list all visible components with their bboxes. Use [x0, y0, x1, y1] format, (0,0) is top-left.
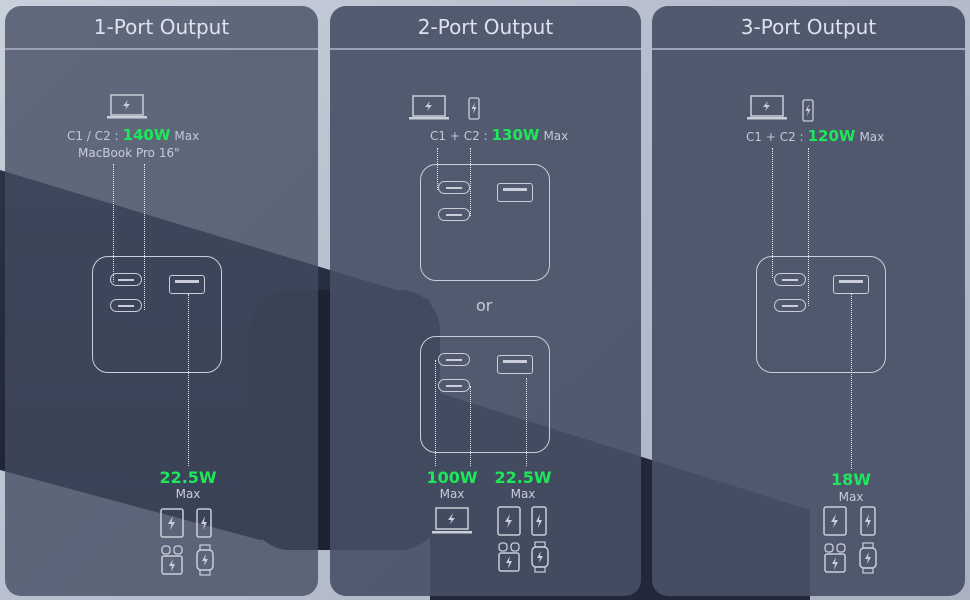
watts-value: 140W: [122, 126, 171, 144]
divider: [5, 48, 318, 50]
max-label: Max: [838, 490, 864, 504]
usb-a-port: [169, 275, 205, 294]
connector-line: [188, 294, 189, 466]
max-label: Max: [439, 487, 465, 501]
earbuds-charge-icon: [824, 543, 846, 573]
usb-a-watts: 22.5W: [494, 468, 552, 487]
watts-value: 130W: [491, 126, 540, 144]
earbuds-charge-icon: [498, 542, 520, 572]
connector-line: [144, 164, 145, 310]
or-label: or: [476, 296, 493, 315]
watch-charge-icon: [859, 542, 877, 574]
charger-diagram: [756, 256, 886, 373]
usb-c-watts: 100W: [426, 468, 478, 487]
ports-label: C1 / C2 :: [67, 129, 119, 143]
max-label: Max: [543, 129, 569, 143]
connector-line: [113, 164, 114, 282]
usb-c-port-2: [438, 379, 470, 392]
laptop-charge-icon: [107, 94, 147, 119]
max-label: Max: [510, 487, 536, 501]
max-label: Max: [174, 129, 200, 143]
usb-c-port-2: [438, 208, 470, 221]
laptop-charge-icon: [747, 95, 787, 120]
divider: [330, 48, 641, 50]
phone-charge-icon: [468, 97, 480, 120]
max-label: Max: [859, 130, 885, 144]
laptop-charge-icon: [409, 95, 449, 120]
panel-title: 3-Port Output: [740, 15, 877, 39]
connector-line: [808, 148, 809, 306]
ports-label: C1 + C2 :: [430, 129, 488, 143]
usb-c-port-1: [438, 353, 470, 366]
connector-line: [851, 293, 852, 469]
earbuds-charge-icon: [161, 545, 183, 575]
tablet-charge-icon: [497, 506, 521, 536]
watts-value: 120W: [807, 127, 856, 145]
connector-line: [772, 148, 773, 278]
phone-charge-icon: [802, 99, 814, 122]
connector-line: [470, 386, 471, 466]
usb-c-port-1: [438, 181, 470, 194]
connector-line: [435, 360, 436, 466]
ports-label: C1 + C2 :: [746, 130, 804, 144]
watch-charge-icon: [196, 544, 214, 576]
usb-c-port-1: [110, 273, 142, 286]
divider: [652, 48, 965, 50]
panel-title: 1-Port Output: [93, 15, 230, 39]
panel-title: 2-Port Output: [417, 15, 554, 39]
usb-a-port: [833, 275, 869, 294]
max-label: Max: [175, 487, 201, 501]
usb-a-port: [497, 355, 533, 374]
charger-diagram: [92, 256, 222, 373]
tablet-charge-icon: [160, 508, 184, 538]
usb-a-port: [497, 183, 533, 202]
watch-charge-icon: [531, 541, 549, 573]
tablet-charge-icon: [823, 506, 847, 536]
charger-diagram-a: [420, 164, 550, 281]
connector-line: [526, 378, 527, 466]
phone-charge-icon: [531, 506, 547, 536]
connector-line: [437, 148, 438, 190]
usb-c-port-2: [110, 299, 142, 312]
usb-a-watts: 18W: [831, 470, 871, 489]
laptop-charge-icon: [432, 507, 472, 534]
usb-c-port-2: [774, 299, 806, 312]
connector-line: [470, 148, 471, 216]
phone-charge-icon: [196, 508, 212, 538]
usb-a-watts: 22.5W: [159, 468, 217, 487]
device-note: MacBook Pro 16": [78, 146, 180, 160]
charger-diagram-b: [420, 336, 550, 453]
phone-charge-icon: [860, 506, 876, 536]
usb-c-port-1: [774, 273, 806, 286]
